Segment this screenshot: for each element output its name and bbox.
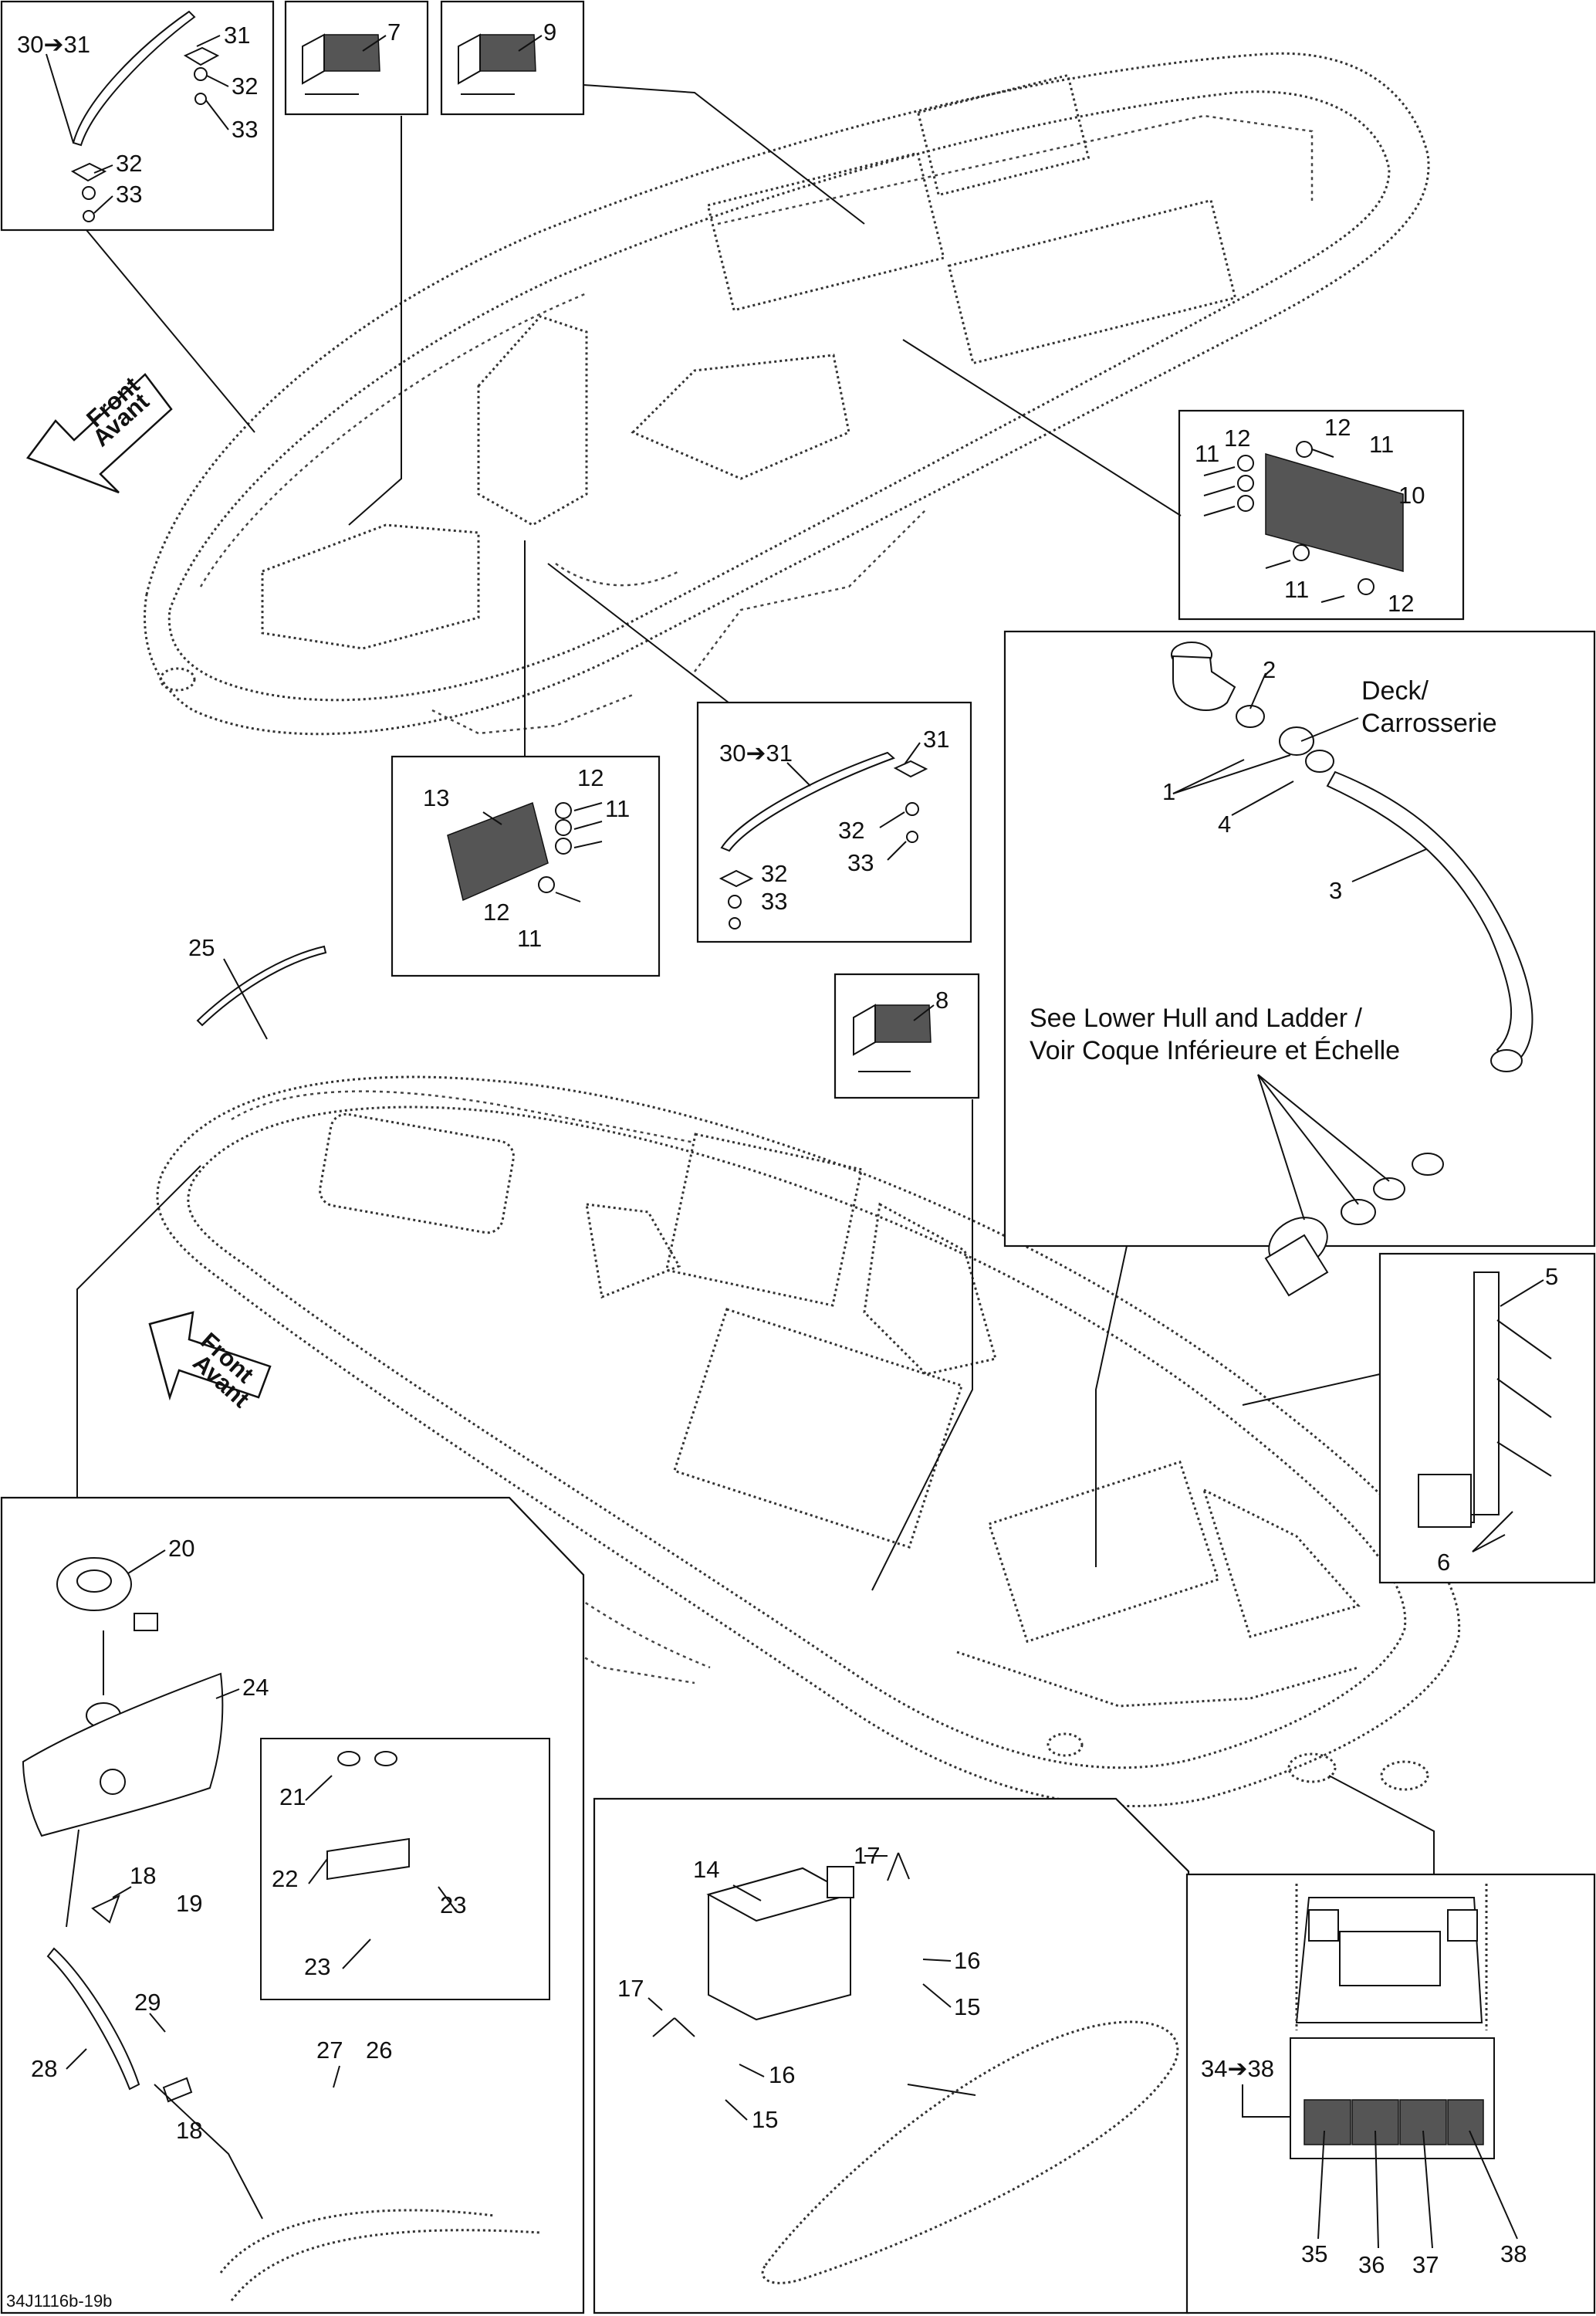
callout-box-part-13: 13 12 11 12 11 xyxy=(391,755,661,977)
part-16-label: 16 xyxy=(954,1947,980,1974)
part-11-label: 11 xyxy=(1369,431,1394,458)
part-33-label: 33 xyxy=(761,888,787,915)
connector-leaders xyxy=(76,84,1435,2096)
part-14-label: 14 xyxy=(693,1856,719,1883)
part-12-label: 12 xyxy=(1388,590,1414,617)
callout-box-part-5: 5 6 xyxy=(1378,1252,1596,1584)
part-5-label: 5 xyxy=(1545,1263,1558,1290)
callout-box-engine-cover: 20 24 18 19 21 22 23 23 29 28 18 27 26 xyxy=(0,1496,585,2314)
part-25-label: 25 xyxy=(188,934,215,961)
part-19-label: 19 xyxy=(176,1890,202,1917)
part-9-label: 9 xyxy=(543,19,556,46)
part-3-label: 3 xyxy=(1329,877,1342,904)
part-26-label: 26 xyxy=(366,2037,392,2064)
callout-box-mats: 34➔38 35 36 37 38 xyxy=(1185,1873,1596,2314)
part-31-label: 31 xyxy=(923,726,949,753)
part-12-label: 12 xyxy=(577,764,604,791)
part-22-label: 22 xyxy=(272,1865,298,1892)
part-16-label: 16 xyxy=(769,2061,795,2088)
deck-note-line1: Deck/ xyxy=(1361,676,1429,706)
part-32-label: 32 xyxy=(838,817,864,844)
callout-box-part-8: 8 xyxy=(834,973,980,1099)
part-31-label: 31 xyxy=(224,22,250,49)
callout-box-part-9: 9 xyxy=(440,0,585,116)
range-30-31-label: 30➔31 xyxy=(719,740,793,767)
part-32-label: 32 xyxy=(116,150,142,177)
part-11-label: 11 xyxy=(517,925,542,952)
lower-deck-outline xyxy=(156,1075,1461,1808)
part-33-label: 33 xyxy=(232,116,258,143)
part-4-label: 4 xyxy=(1218,811,1231,838)
see-note-line2: Voir Coque Inférieure et Échelle xyxy=(1030,1036,1400,1065)
part-17-label: 17 xyxy=(617,1975,644,2002)
part-21-label: 21 xyxy=(279,1783,306,1810)
part-23-label: 23 xyxy=(304,1953,330,1980)
callout-box-cooler: 14 17 16 15 17 16 15 xyxy=(593,1797,1190,2314)
upper-deck-outline xyxy=(144,52,1430,736)
part-15-label: 15 xyxy=(752,2106,778,2133)
part-38-label: 38 xyxy=(1500,2240,1527,2267)
range-34-38-label: 34➔38 xyxy=(1201,2055,1274,2082)
part-12-label: 12 xyxy=(1324,414,1351,441)
deck-note-line2: Carrosserie xyxy=(1361,709,1497,738)
part-36-label: 36 xyxy=(1358,2251,1385,2278)
see-note-line1: See Lower Hull and Ladder / xyxy=(1030,1004,1362,1033)
part-25-molding: 25 xyxy=(188,934,327,1040)
part-32-label: 32 xyxy=(232,73,258,100)
part-20-label: 20 xyxy=(168,1535,194,1562)
part-33-label: 33 xyxy=(116,181,142,208)
part-37-label: 37 xyxy=(1412,2251,1439,2278)
part-11-label: 11 xyxy=(1195,440,1219,467)
part-13-label: 13 xyxy=(423,784,449,811)
part-10-label: 10 xyxy=(1398,482,1425,509)
range-30-31-label: 30➔31 xyxy=(17,31,90,58)
part-28-label: 28 xyxy=(31,2055,57,2082)
part-24-label: 24 xyxy=(242,1674,269,1701)
part-35-label: 35 xyxy=(1301,2240,1327,2267)
front-arrow-upper: Front Avant xyxy=(26,371,173,494)
callout-box-handle-top: 30➔31 31 32 33 32 33 xyxy=(0,0,275,232)
reference-code: 34J1116b-19b xyxy=(6,2291,113,2311)
part-6-label: 6 xyxy=(1437,1549,1450,1576)
part-27-label: 27 xyxy=(316,2037,343,2064)
callout-box-drain: 2 1 4 3 Deck/ Carrosserie See Lower Hull… xyxy=(1003,630,1596,1297)
part-11-label: 11 xyxy=(1284,576,1309,603)
callout-box-part-7: 7 xyxy=(284,0,429,116)
front-arrow-lower: Front Avant xyxy=(148,1311,272,1413)
part-11-label: 11 xyxy=(605,795,630,822)
part-29-label: 29 xyxy=(134,1989,161,2016)
part-33-label: 33 xyxy=(847,849,874,876)
part-12-label: 12 xyxy=(1224,425,1250,452)
part-32-label: 32 xyxy=(761,860,787,887)
part-12-label: 12 xyxy=(483,899,509,926)
part-1-label: 1 xyxy=(1162,778,1175,805)
callout-box-handle-middle: 30➔31 31 32 33 32 33 xyxy=(696,701,972,943)
part-15-label: 15 xyxy=(954,1993,980,2020)
part-2-label: 2 xyxy=(1263,656,1276,683)
callout-box-part-10: 11 12 12 11 10 11 12 xyxy=(1178,409,1465,621)
part-18-label: 18 xyxy=(176,2117,202,2144)
part-18-label: 18 xyxy=(130,1862,156,1889)
part-7-label: 7 xyxy=(387,19,401,46)
part-8-label: 8 xyxy=(935,987,948,1014)
